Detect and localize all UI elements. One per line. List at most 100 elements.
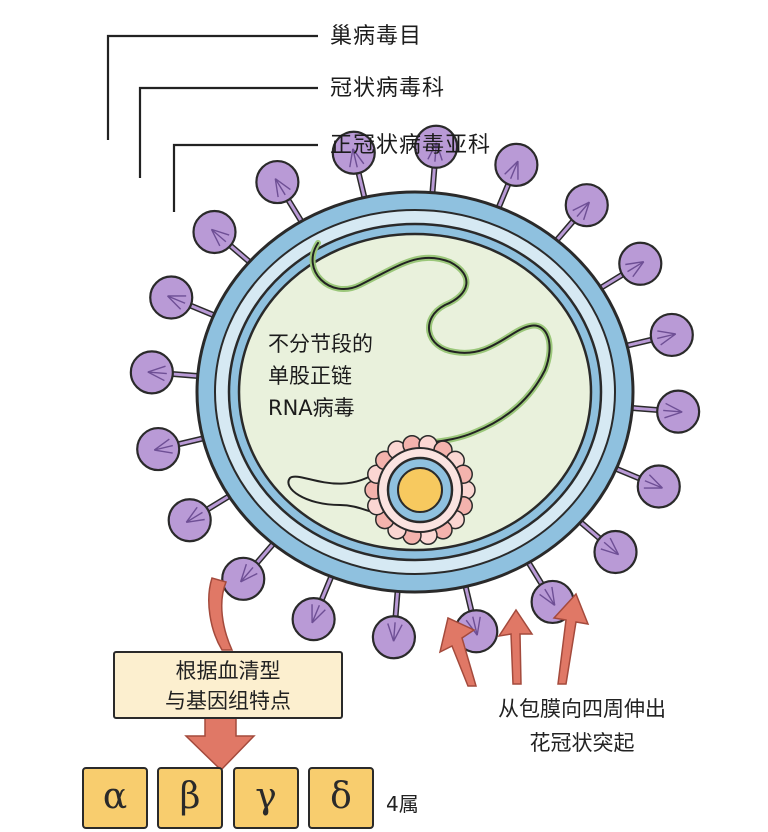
spike-arrows	[438, 592, 590, 687]
spike-stalk-fill	[430, 166, 436, 193]
spike-petal-line	[352, 148, 365, 165]
spike-petal-line	[572, 201, 590, 212]
label-order: 巢病毒目	[330, 24, 423, 49]
spike-petal-line	[435, 142, 443, 161]
spike-petal-line	[154, 444, 173, 451]
spike-stalk-fill	[177, 436, 204, 446]
genus-beta: β	[157, 767, 223, 829]
spike-petal-line	[627, 261, 645, 273]
genus-count: 4属	[386, 792, 419, 816]
spike-petal-line	[352, 148, 358, 168]
classification-line-1: 根据血清型	[175, 659, 281, 683]
spike-petal-line	[648, 474, 663, 489]
spike-petal-line	[153, 438, 170, 451]
spike-stalk-fill	[600, 272, 625, 290]
arrow-to-box	[208, 577, 234, 651]
spike-stalk-fill	[255, 542, 275, 565]
spike-stalk-fill	[626, 338, 653, 348]
spike-petal-line	[210, 229, 221, 247]
spike-petal-line	[632, 261, 645, 278]
spike-petal-line	[274, 178, 286, 196]
spike-petal-line	[211, 228, 230, 236]
spike-petal-line	[660, 333, 677, 346]
genome-line-2: 单股正链	[268, 364, 352, 388]
spike-petal-line	[185, 506, 198, 523]
spike-stalk-fill	[394, 591, 400, 618]
classification-line-2: 与基因组特点	[165, 689, 291, 713]
genus-alpha: α	[82, 767, 148, 829]
spike-petal-line	[472, 616, 478, 636]
bracket-family	[138, 86, 318, 178]
spike-stalk-fill	[632, 406, 659, 412]
spike-line-2: 花冠状突起	[529, 731, 635, 755]
spike-stalk-fill	[615, 467, 641, 481]
spike-stalk-fill	[464, 586, 474, 613]
spike-stalk-fill	[497, 182, 511, 208]
spike-petal-line	[551, 586, 556, 606]
label-family: 冠状病毒科	[330, 76, 446, 101]
genus-gamma: γ	[233, 767, 299, 829]
label-subfamily: 正冠状病毒亚科	[330, 133, 492, 158]
spike-petal-line	[600, 548, 619, 556]
spike-petal-line	[349, 148, 354, 168]
spike-petal-line	[147, 365, 166, 373]
spike-petal-line	[392, 622, 396, 642]
rna-strand	[311, 242, 551, 451]
spike-petal-line	[239, 563, 248, 583]
spike-petal-line	[186, 518, 205, 524]
spike-petal-line	[427, 142, 438, 160]
spike-petal-line	[582, 201, 591, 221]
spike-description: 从包膜向四周伸出 花冠状突起	[432, 692, 732, 760]
spike-petal-line	[509, 160, 519, 179]
spike-petal-line	[576, 201, 590, 218]
genome-description: 不分节段的 单股正链 RNA病毒	[268, 328, 373, 424]
virus-interior	[237, 232, 593, 552]
spike-petal-line	[539, 593, 556, 606]
spike-stalk-fill	[171, 372, 198, 378]
spike-petal-line	[476, 616, 481, 636]
spike-petal-line	[147, 371, 165, 382]
spike-petal-line	[274, 178, 291, 191]
genome-line-1: 不分节段的	[268, 332, 373, 356]
arrow-to-genera	[184, 717, 256, 772]
spike-stalk-fill	[555, 219, 575, 242]
spike-petal-line	[154, 449, 173, 454]
spike-petal-line	[274, 178, 279, 198]
nucleocapsid	[364, 434, 476, 546]
spike-petal-line	[465, 619, 478, 636]
rna-strand-tail	[287, 469, 391, 516]
spike-petal-line	[644, 480, 663, 489]
spike-petal-line	[434, 142, 438, 162]
bracket-order	[106, 34, 318, 140]
spike-petal-line	[167, 295, 186, 304]
spike-petal-line	[147, 371, 167, 375]
genus-delta: δ	[308, 767, 374, 829]
spike-proteins	[129, 124, 701, 660]
spike-stalk-fill	[579, 520, 602, 541]
spike-petal-line	[665, 402, 683, 413]
spike-petal-line	[311, 609, 326, 624]
genome-line-3: RNA病毒	[268, 396, 355, 420]
spike-petal-line	[657, 330, 676, 335]
spike-petal-line	[240, 572, 258, 583]
spike-line-1: 从包膜向四周伸出	[498, 697, 666, 721]
spike-stalk-fill	[286, 198, 303, 223]
spike-stalk-fill	[319, 576, 333, 602]
spike-petal-line	[211, 228, 227, 243]
spike-petal-line	[240, 566, 254, 583]
spike-petal-line	[544, 588, 556, 606]
spike-petal-line	[603, 541, 619, 556]
spike-stalk-fill	[189, 303, 215, 317]
spike-petal-line	[657, 333, 676, 340]
spike-petal-line	[167, 295, 182, 310]
spike-petal-line	[311, 605, 321, 624]
spike-stalk-fill	[205, 494, 230, 512]
spike-petal-line	[185, 511, 203, 523]
spike-petal-line	[504, 160, 519, 175]
spike-petal-line	[664, 411, 683, 419]
spike-petal-line	[609, 537, 620, 555]
spike-petal-line	[663, 409, 683, 413]
spike-stalk-fill	[228, 243, 251, 264]
spike-petal-line	[387, 623, 395, 642]
